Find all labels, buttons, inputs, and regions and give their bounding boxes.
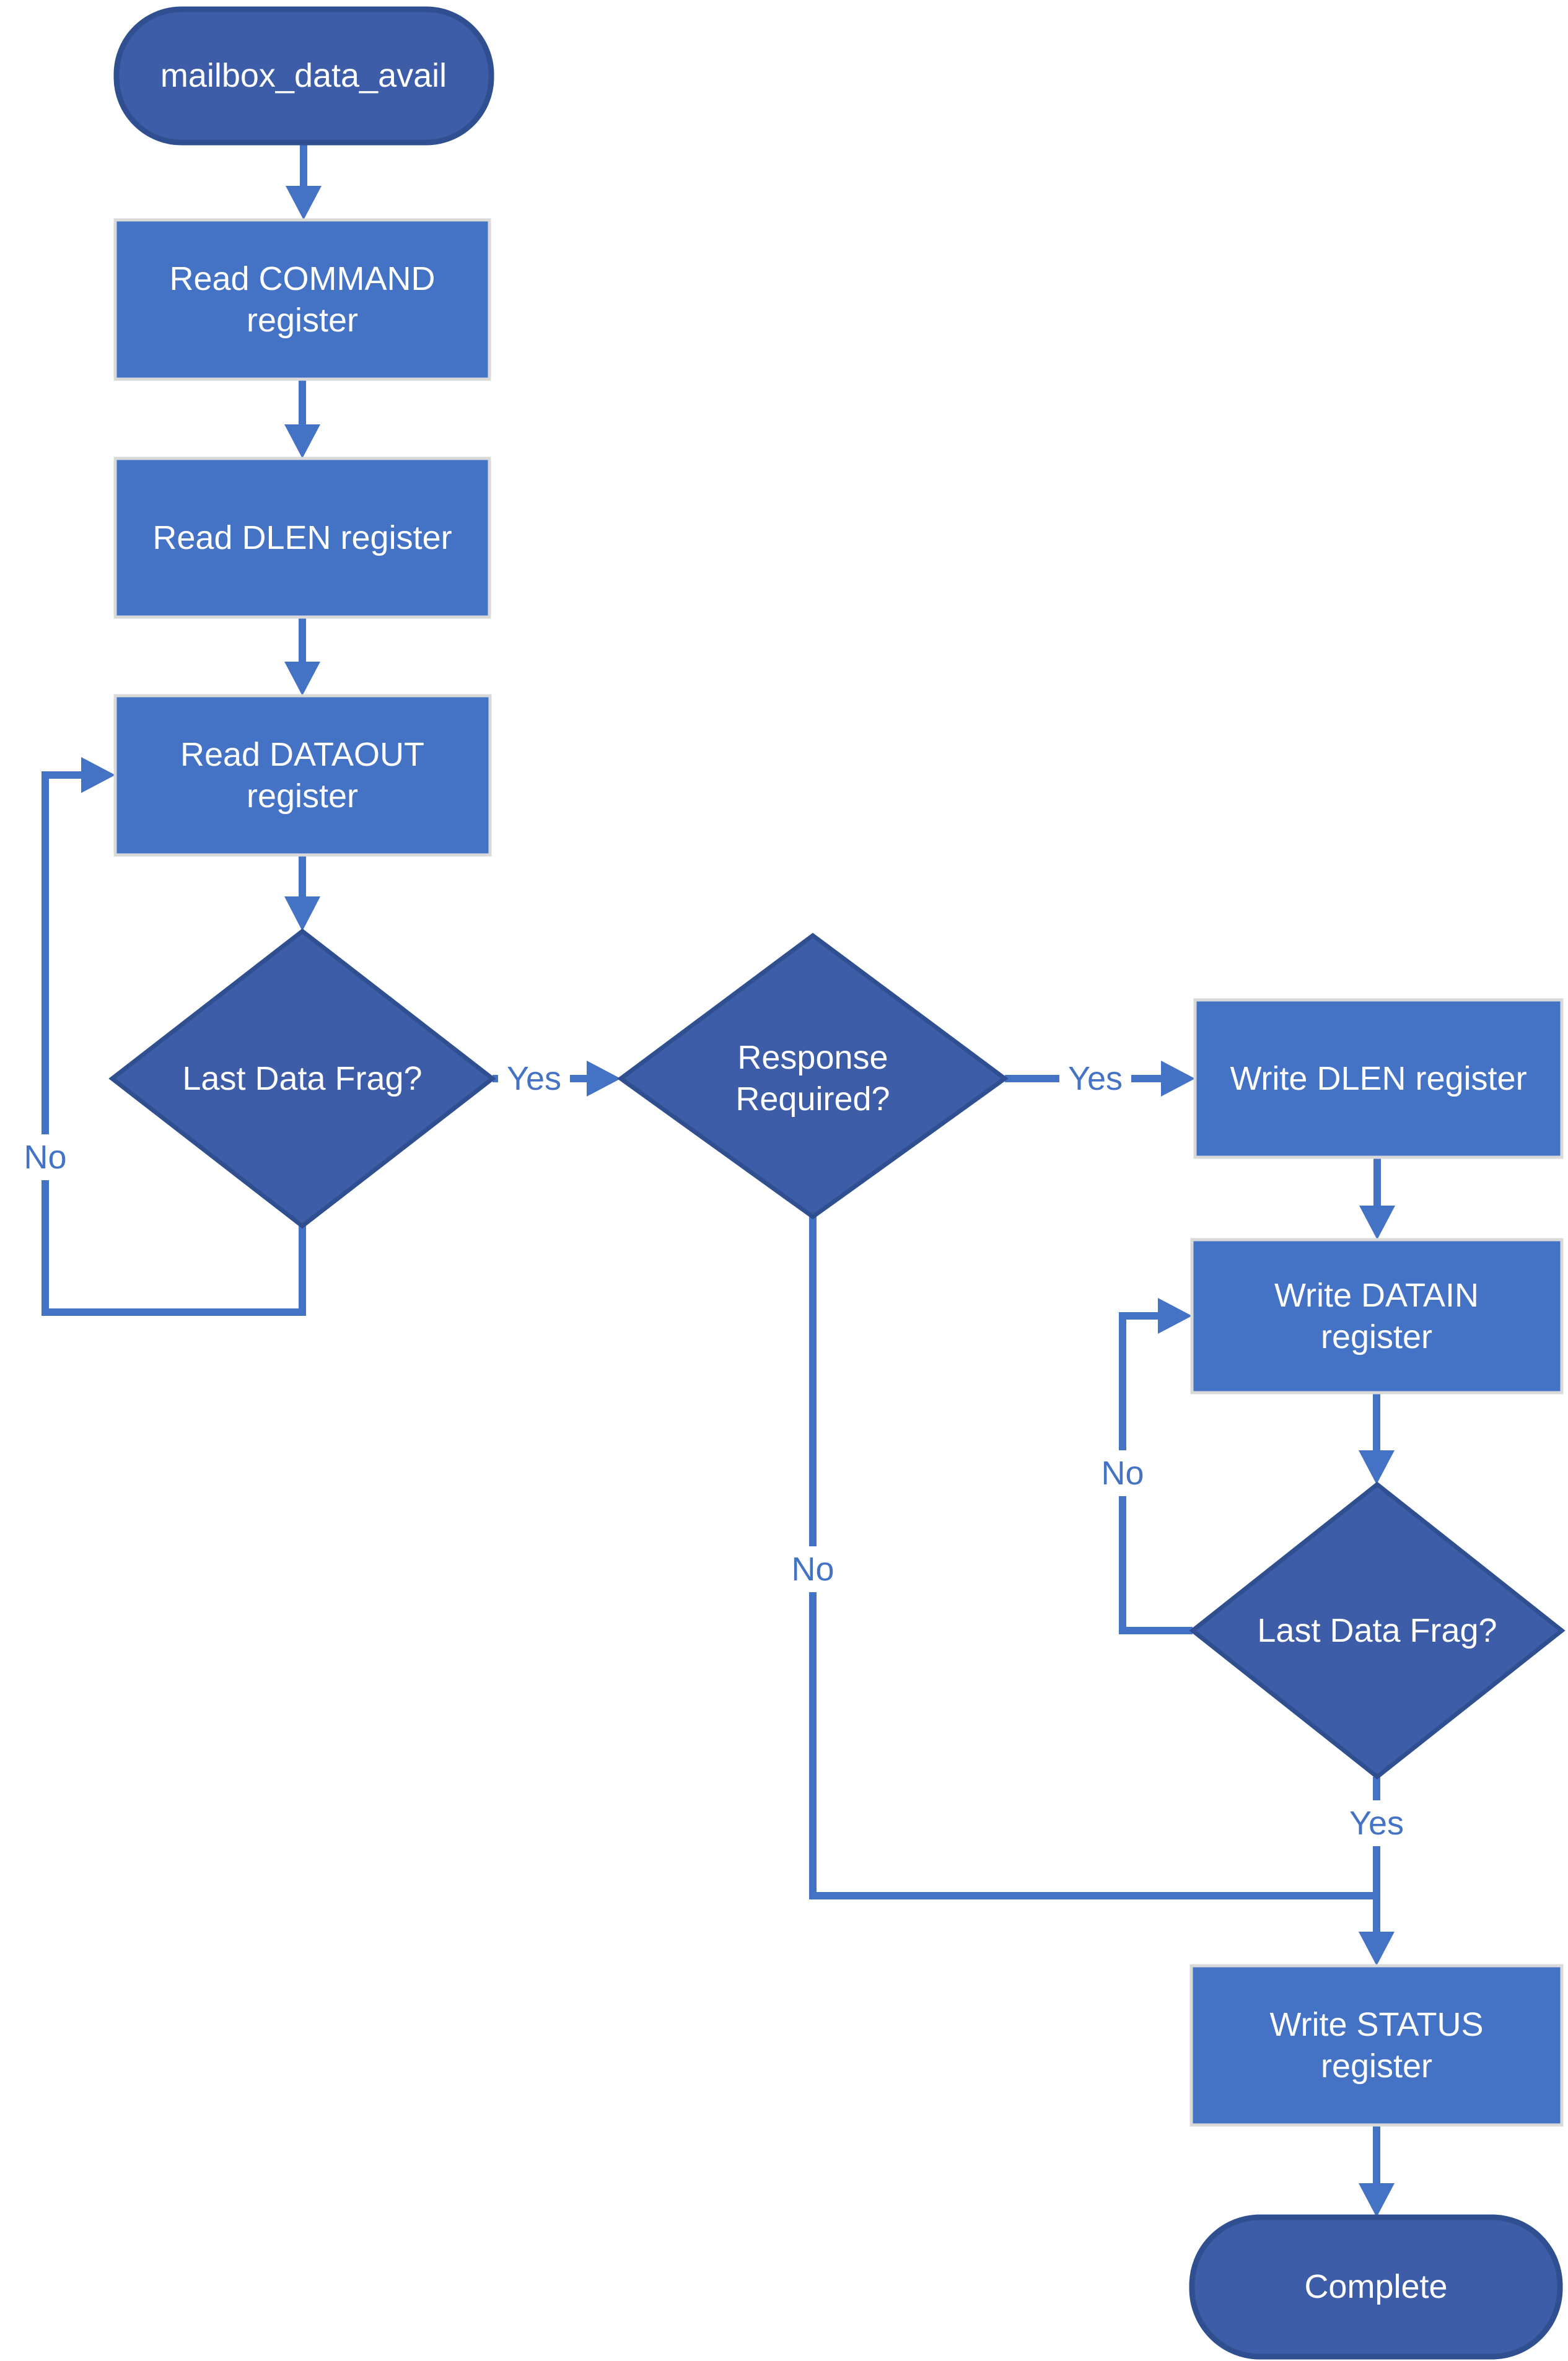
node-last-data-frag1-shape xyxy=(108,928,496,1229)
edge-response-no-line xyxy=(809,1217,1377,1899)
node-start-shape xyxy=(113,6,494,146)
arrowhead-down-icon xyxy=(284,896,320,931)
edge-label-response-yes: Yes xyxy=(1059,1056,1132,1102)
edge-label-last-frag1-no: No xyxy=(15,1134,76,1180)
node-read-command-shape xyxy=(113,218,491,381)
arrowhead-down-icon xyxy=(286,186,322,220)
edge-label-last-frag2-yes: Yes xyxy=(1340,1800,1413,1846)
edge-label-last-frag1-yes: Yes xyxy=(497,1056,571,1102)
node-response-required-shape xyxy=(617,932,1009,1220)
flowchart-nodes xyxy=(108,6,1566,2360)
node-read-dataout-shape xyxy=(113,694,492,857)
node-read-dlen-shape xyxy=(113,457,491,619)
node-write-status-shape xyxy=(1189,1964,1564,2127)
arrowhead-down-icon xyxy=(1359,1450,1395,1484)
edge-label-last-frag2-no: No xyxy=(1092,1450,1153,1496)
node-write-dlen-shape xyxy=(1193,998,1564,1159)
arrowhead-right-icon xyxy=(1158,1298,1192,1334)
arrowhead-down-icon xyxy=(284,662,320,696)
node-complete-shape xyxy=(1189,2214,1563,2360)
arrowhead-down-icon xyxy=(1359,1932,1395,1966)
arrowhead-down-icon xyxy=(284,424,320,458)
arrowhead-down-icon xyxy=(1359,1206,1395,1240)
edge-last-frag1-no-loop-line xyxy=(42,771,306,1316)
arrowhead-right-icon xyxy=(81,757,115,793)
node-write-datain-shape xyxy=(1190,1238,1564,1395)
arrowhead-right-icon xyxy=(1161,1061,1195,1097)
edge-label-response-no: No xyxy=(782,1546,843,1592)
arrowhead-right-icon xyxy=(587,1061,621,1097)
arrowhead-down-icon xyxy=(1359,2183,1395,2217)
node-last-data-frag2-shape xyxy=(1189,1481,1566,1780)
